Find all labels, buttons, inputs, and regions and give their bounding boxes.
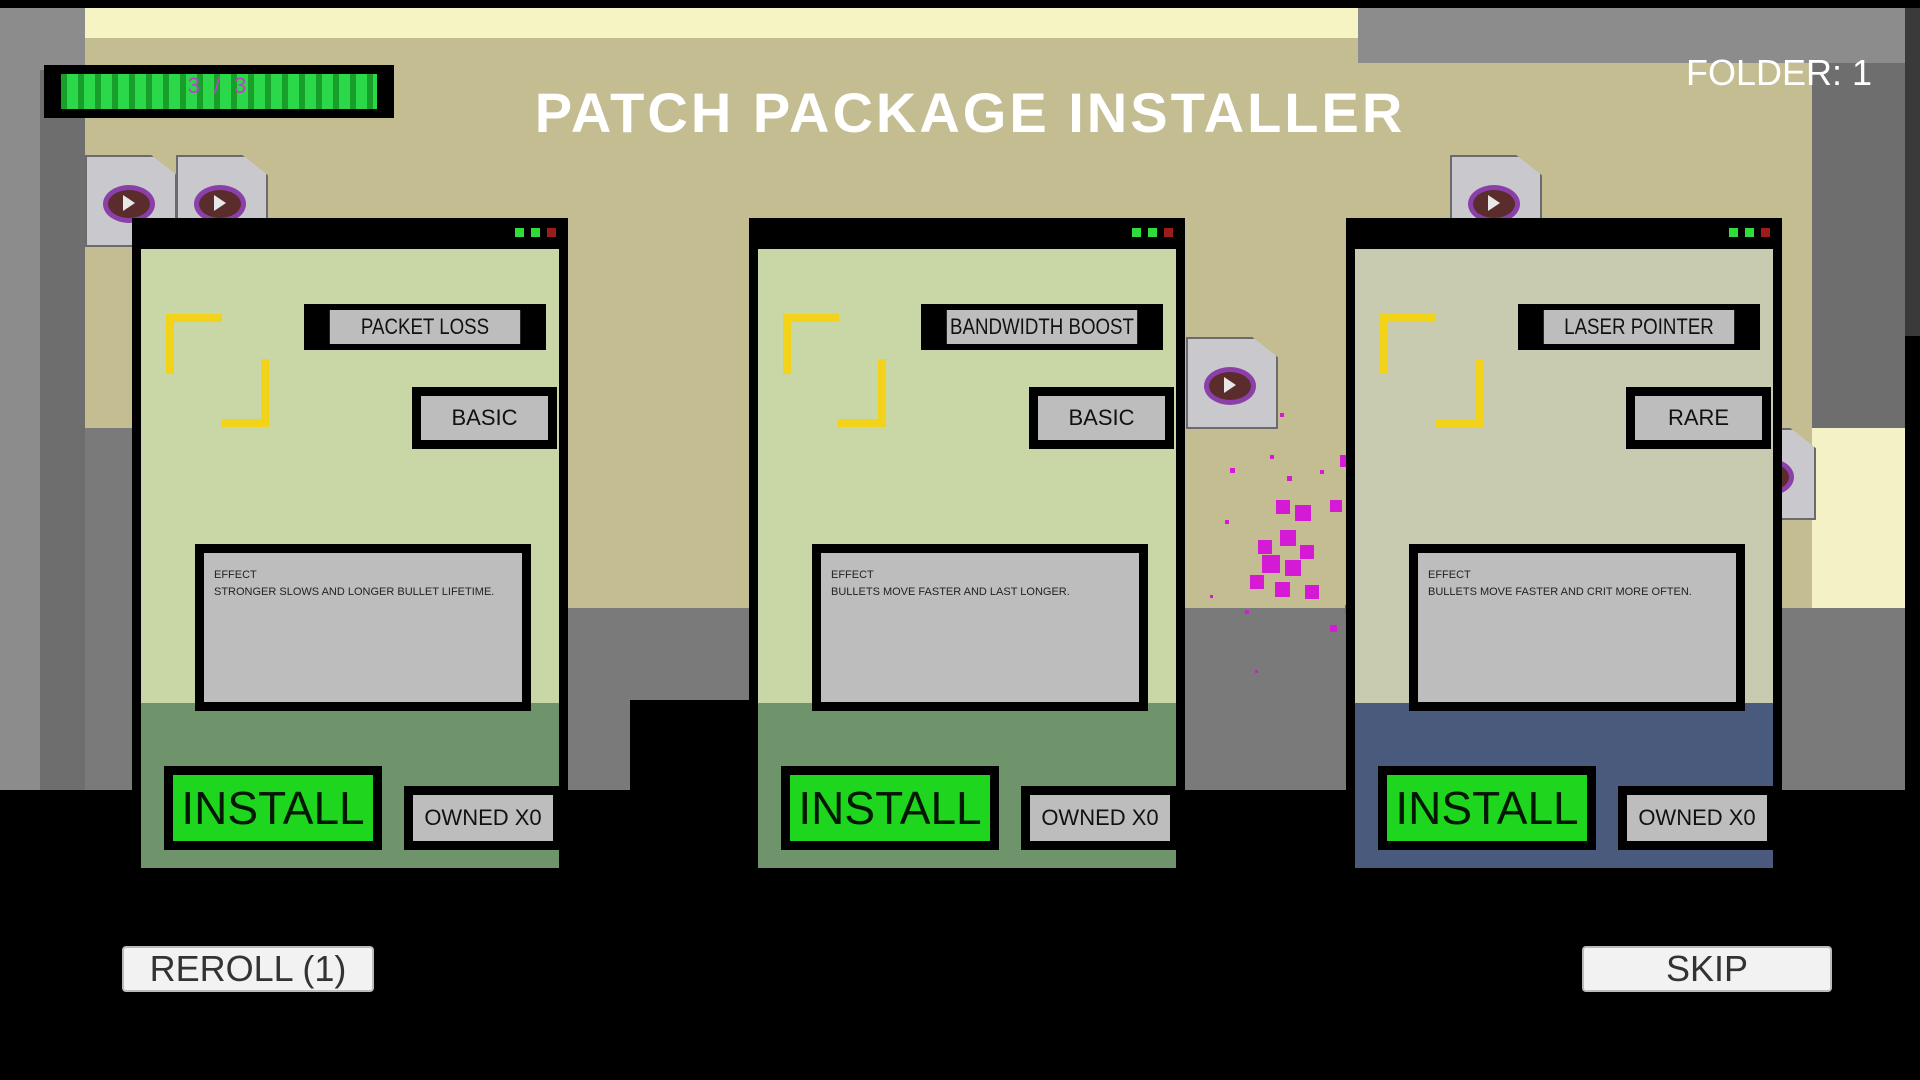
folder-label: FOLDER: 1 — [1685, 52, 1872, 93]
effect-panel: EFFECT STRONGER SLOWS AND LONGER BULLET … — [195, 544, 531, 711]
particle — [1280, 530, 1296, 546]
particle — [1280, 413, 1284, 417]
corner-bracket-icon — [838, 359, 886, 427]
rarity-badge: RARE — [1626, 387, 1771, 449]
particle — [1330, 625, 1337, 632]
patch-name: BANDWIDTH BOOST — [921, 304, 1163, 350]
particle — [1262, 555, 1280, 573]
background-floor-left — [85, 428, 140, 698]
patch-name: LASER POINTER — [1518, 304, 1760, 350]
card-body: BANDWIDTH BOOST BASIC EFFECT BULLETS MOV… — [758, 249, 1176, 868]
particle — [1250, 575, 1264, 589]
effect-text: STRONGER SLOWS AND LONGER BULLET LIFETIM… — [214, 586, 495, 598]
effect-panel: EFFECT BULLETS MOVE FASTER AND CRIT MORE… — [1409, 544, 1745, 711]
background-wall-top-right — [1358, 8, 1905, 63]
window-status-dots — [515, 228, 556, 237]
particle — [1245, 610, 1249, 614]
patch-name: PACKET LOSS — [304, 304, 546, 350]
particle — [1320, 470, 1324, 474]
progress-text: 3 / 3 — [187, 73, 251, 98]
effect-panel: EFFECT BULLETS MOVE FASTER AND LAST LONG… — [812, 544, 1148, 711]
particle — [1255, 670, 1258, 673]
corner-bracket-icon — [221, 359, 269, 427]
window-status-dots — [1132, 228, 1173, 237]
background-wall-left-inner — [40, 70, 85, 790]
effect-label: EFFECT — [831, 569, 874, 581]
progress-bar: 3 / 3 — [44, 65, 394, 118]
install-button[interactable]: INSTALL — [164, 766, 382, 850]
effect-text: BULLETS MOVE FASTER AND LAST LONGER. — [831, 586, 1070, 598]
file-icon — [1186, 337, 1278, 429]
owned-count: OWNED X0 — [1021, 786, 1176, 850]
page-title: PATCH PACKAGE INSTALLER — [534, 81, 1406, 144]
particle — [1285, 560, 1301, 576]
effect-text: BULLETS MOVE FASTER AND CRIT MORE OFTEN. — [1428, 586, 1692, 598]
effect-label: EFFECT — [1428, 569, 1471, 581]
install-button[interactable]: INSTALL — [1378, 766, 1596, 850]
corner-bracket-icon — [166, 314, 222, 374]
corner-bracket-icon — [783, 314, 839, 374]
rarity-badge: BASIC — [1029, 387, 1174, 449]
card-body: PACKET LOSS BASIC EFFECT STRONGER SLOWS … — [141, 249, 559, 868]
owned-count: OWNED X0 — [1618, 786, 1773, 850]
particle — [1258, 540, 1272, 554]
particle — [1295, 505, 1311, 521]
particle — [1210, 595, 1213, 598]
corner-bracket-icon — [1435, 359, 1483, 427]
patch-card-bandwidth-boost: BANDWIDTH BOOST BASIC EFFECT BULLETS MOV… — [749, 218, 1185, 870]
particle — [1287, 476, 1292, 481]
patch-card-laser-pointer: LASER POINTER RARE EFFECT BULLETS MOVE F… — [1346, 218, 1782, 870]
card-body: LASER POINTER RARE EFFECT BULLETS MOVE F… — [1355, 249, 1773, 868]
owned-count: OWNED X0 — [404, 786, 559, 850]
background-wall-right — [1812, 63, 1905, 428]
particle — [1230, 468, 1235, 473]
window-status-dots — [1729, 228, 1770, 237]
particle — [1330, 500, 1342, 512]
install-button[interactable]: INSTALL — [781, 766, 999, 850]
particle — [1225, 520, 1229, 524]
particle — [1305, 585, 1319, 599]
particle — [1275, 582, 1290, 597]
skip-button[interactable]: SKIP — [1582, 946, 1832, 992]
progress-fill — [61, 74, 377, 109]
corner-bracket-icon — [1380, 314, 1436, 374]
background-dark-strip — [1905, 8, 1920, 336]
particle — [1300, 545, 1314, 559]
effect-label: EFFECT — [214, 569, 257, 581]
background-black-block — [630, 700, 755, 790]
particle — [1276, 500, 1290, 514]
rarity-badge: BASIC — [412, 387, 557, 449]
patch-card-packet-loss: PACKET LOSS BASIC EFFECT STRONGER SLOWS … — [132, 218, 568, 870]
particle — [1270, 455, 1274, 459]
background-light-strip — [85, 8, 1358, 38]
reroll-button[interactable]: REROLL (1) — [122, 946, 374, 992]
